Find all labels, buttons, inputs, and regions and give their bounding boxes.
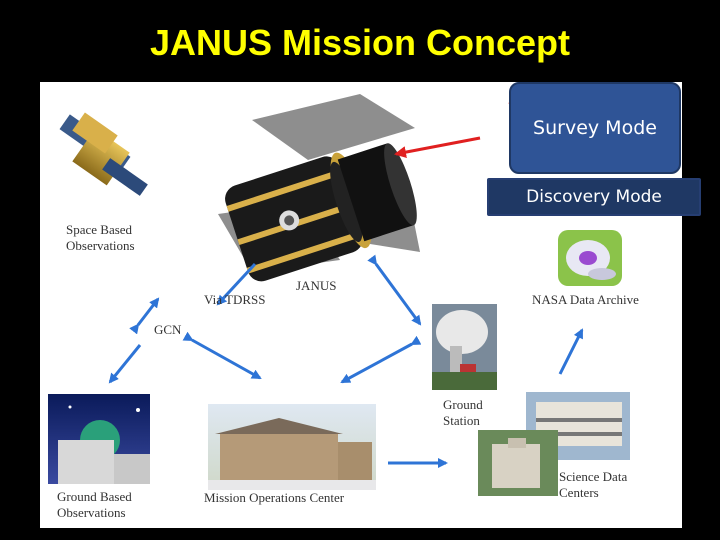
label-ground-station-line1: Ground	[443, 397, 483, 412]
label-janus: JANUS	[296, 278, 337, 293]
arrow-gcn-to-mission-ops	[182, 331, 262, 380]
label-space-based-line1: Space Based	[66, 222, 133, 237]
nasa-archive-icon	[558, 230, 622, 286]
label-mission-ops: Mission Operations Center	[204, 490, 345, 505]
label-tdrss: Via TDRSS	[204, 292, 266, 307]
label-science-centers: Science Data Centers	[559, 469, 627, 501]
label-ground-based: Ground Based Observations	[57, 489, 132, 521]
mission-ops-photo	[208, 404, 376, 490]
science-centers-photo	[478, 392, 630, 496]
arrow-science-to-archive	[558, 328, 584, 375]
label-gcn: GCN	[154, 322, 182, 337]
space-observatory-image	[59, 112, 148, 196]
ground-station-photo	[432, 304, 497, 390]
label-space-based-line2: Observations	[66, 238, 135, 253]
label-space-based: Space Based Observations	[66, 222, 135, 254]
ground-observatory-photo	[48, 394, 150, 484]
label-ground-based-line1: Ground Based	[57, 489, 132, 504]
diagram-canvas	[48, 94, 630, 496]
arrow-janus-ground-station	[367, 254, 422, 326]
arrow-tdrss-to-gcn	[216, 262, 257, 306]
label-ground-station: Ground Station	[443, 397, 483, 429]
label-nasa-archive: NASA Data Archive	[532, 292, 639, 307]
label-ground-based-line2: Observations	[57, 505, 126, 520]
label-science-centers-line2: Centers	[559, 485, 599, 500]
discovery-mode-box: Discovery Mode	[487, 178, 701, 216]
arrow-space-to-gcn	[129, 297, 160, 335]
arrow-gcn-to-ground-obs	[108, 344, 142, 384]
janus-spacecraft-image	[218, 94, 420, 282]
arrow-station-to-ops	[340, 335, 422, 384]
label-ground-station-line2: Station	[443, 413, 480, 428]
survey-mode-box: Survey Mode	[509, 82, 681, 174]
label-science-centers-line1: Science Data	[559, 469, 628, 484]
signal-arrow	[394, 136, 481, 159]
slide-title: JANUS Mission Concept	[149, 22, 571, 63]
